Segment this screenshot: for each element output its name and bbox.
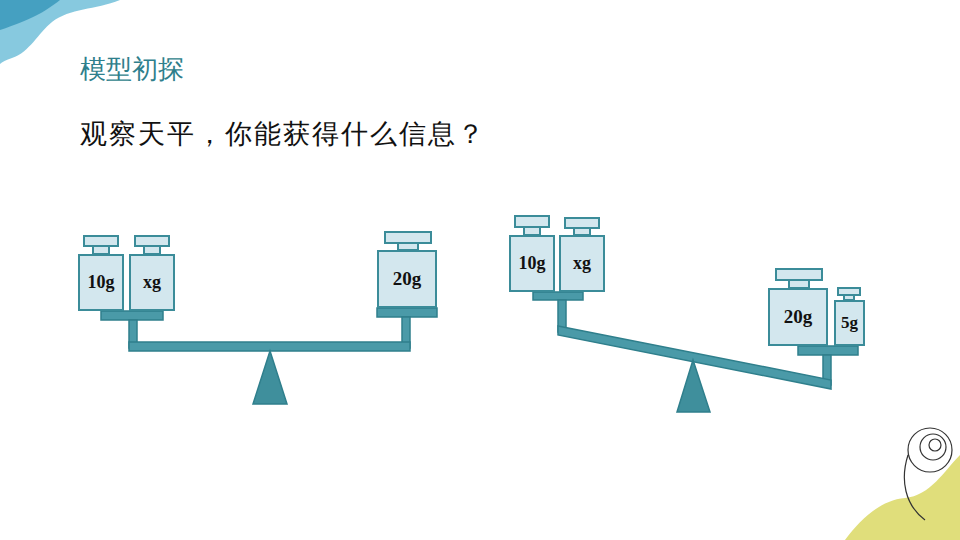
weight-block: 20g: [768, 288, 828, 346]
weight-block: 5g: [834, 300, 865, 346]
weight-label: 20g: [784, 306, 813, 328]
weight-block: xg: [129, 254, 175, 311]
weight-label: xg: [573, 253, 591, 274]
weight-block: xg: [559, 235, 605, 292]
weight-block: 20g: [377, 250, 437, 308]
weight-label: 20g: [393, 268, 422, 290]
balance-right: [515, 216, 860, 412]
weight-label: 10g: [519, 253, 546, 274]
balance-left: [84, 232, 437, 404]
weight-label: 5g: [841, 313, 858, 333]
shell-decoration: [904, 428, 952, 520]
slide-title: 模型初探: [80, 52, 184, 87]
weight-block: 10g: [509, 235, 555, 292]
weight-label: 10g: [88, 272, 115, 293]
corner-decoration: [0, 0, 60, 30]
weight-label: xg: [143, 272, 161, 293]
weight-block: 10g: [78, 254, 124, 311]
question-text: 观察天平，你能获得什么信息？: [80, 116, 486, 152]
